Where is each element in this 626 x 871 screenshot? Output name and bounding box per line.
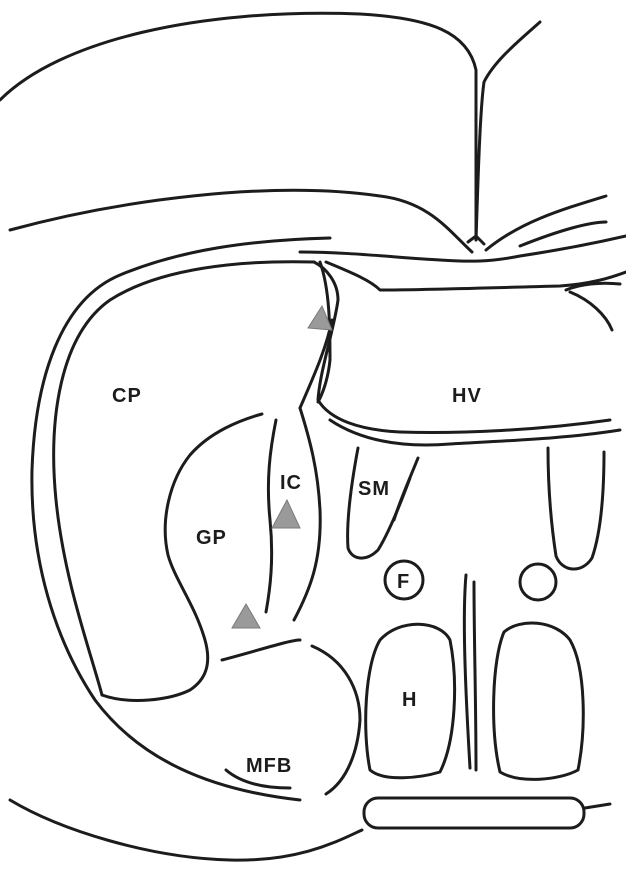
sm-line-right	[394, 458, 418, 520]
ic-line-left	[266, 420, 276, 612]
ic-line-upper	[300, 320, 332, 408]
cp-inner-border	[102, 414, 262, 700]
corpus-callosum-upper	[10, 190, 472, 252]
ic-line-right	[294, 408, 320, 620]
optic-chiasm	[364, 798, 584, 828]
arrowhead-middle	[272, 500, 300, 528]
hv-right-wedge	[570, 292, 612, 330]
gp-lower-boundary	[222, 640, 300, 660]
hemisphere-bottom-outline	[10, 800, 362, 860]
label-gp: GP	[196, 527, 227, 549]
third-ventricle-right	[474, 582, 476, 770]
label-sm: SM	[358, 478, 390, 500]
fornix-circle-right	[520, 564, 556, 600]
cortex-outline	[0, 13, 476, 240]
midline-fissure	[476, 22, 540, 240]
cp-outline	[54, 262, 314, 695]
third-ventricle	[464, 575, 470, 768]
label-cp: CP	[112, 385, 142, 407]
label-f: F	[397, 571, 410, 593]
label-h: H	[402, 689, 417, 711]
mfb-outline	[312, 646, 360, 794]
corpus-callosum-lower	[300, 236, 626, 261]
label-hv: HV	[452, 385, 482, 407]
sm-right-lobe	[548, 448, 604, 569]
label-ic: IC	[280, 472, 302, 494]
label-mfb: MFB	[246, 755, 292, 777]
hemisphere-bottom-right	[585, 804, 610, 808]
h-right-lobe	[494, 623, 584, 779]
arrowhead-lower	[232, 604, 260, 628]
